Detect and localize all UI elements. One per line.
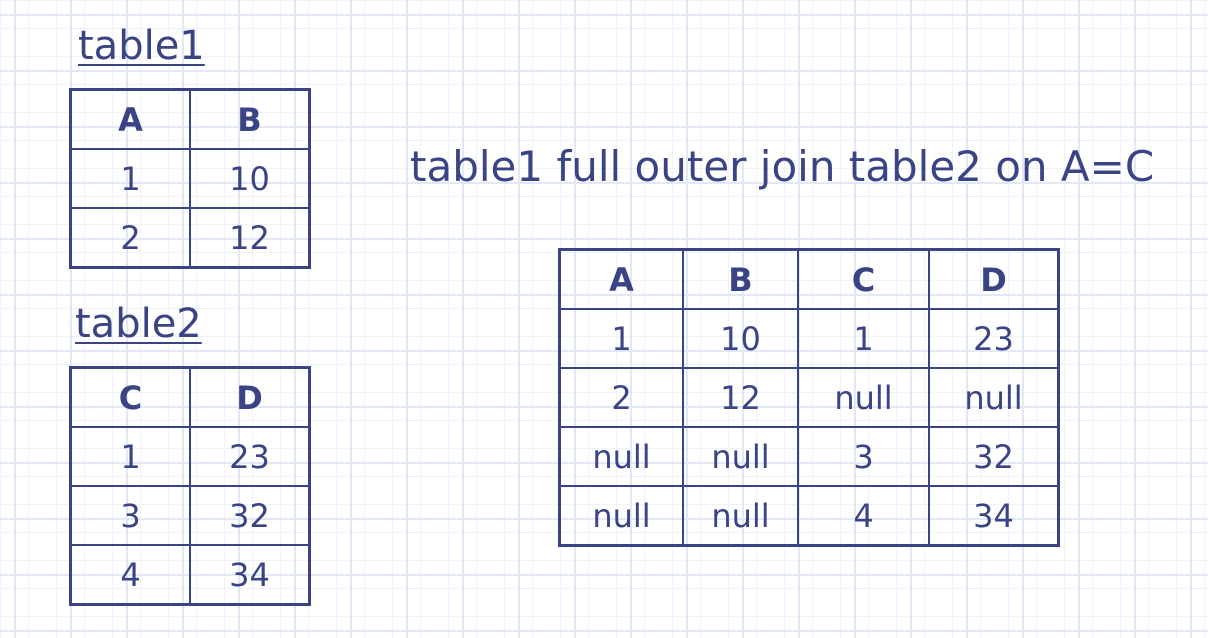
- table-cell: 1: [69, 148, 191, 209]
- table-cell: 10: [682, 308, 799, 369]
- table1-title: table1: [78, 23, 205, 69]
- table-cell: 4: [69, 544, 191, 606]
- table-cell: 1: [797, 308, 930, 369]
- table-cell: 1: [558, 308, 684, 369]
- header-cell: C: [797, 248, 930, 310]
- header-cell: A: [558, 248, 684, 310]
- table-row: 1 10: [69, 148, 311, 209]
- join-caption: table1 full outer join table2 on A=C: [410, 142, 1155, 191]
- table-cell: 32: [189, 485, 311, 546]
- table-cell: 12: [189, 207, 311, 269]
- table-header-row: A B: [69, 88, 311, 150]
- table1: A B 1 10 2 12: [69, 88, 311, 269]
- table-cell: null: [558, 485, 684, 547]
- table-cell: null: [928, 367, 1060, 428]
- header-cell: B: [682, 248, 799, 310]
- join-result-table: A B C D 1 10 1 23 2 12 null null null nu…: [558, 248, 1060, 547]
- table-row: 1 10 1 23: [558, 308, 1060, 369]
- header-cell: C: [69, 366, 191, 428]
- header-cell: D: [189, 366, 311, 428]
- table2-title: table2: [75, 301, 202, 347]
- table-header-row: C D: [69, 366, 311, 428]
- table-row: null null 4 34: [558, 485, 1060, 547]
- table-row: 2 12 null null: [558, 367, 1060, 428]
- table-cell: 4: [797, 485, 930, 547]
- table-cell: 23: [189, 426, 311, 487]
- table-cell: null: [558, 426, 684, 487]
- table2: C D 1 23 3 32 4 34: [69, 366, 311, 606]
- table-cell: 10: [189, 148, 311, 209]
- header-cell: A: [69, 88, 191, 150]
- table-row: 1 23: [69, 426, 311, 487]
- table-cell: 34: [928, 485, 1060, 547]
- table-header-row: A B C D: [558, 248, 1060, 310]
- table-cell: 3: [69, 485, 191, 546]
- table-cell: 12: [682, 367, 799, 428]
- table-row: 2 12: [69, 207, 311, 269]
- table-cell: null: [682, 485, 799, 547]
- table-cell: null: [682, 426, 799, 487]
- table-row: 4 34: [69, 544, 311, 606]
- table-cell: 2: [558, 367, 684, 428]
- table-cell: 3: [797, 426, 930, 487]
- table-cell: 1: [69, 426, 191, 487]
- table-cell: 23: [928, 308, 1060, 369]
- table-cell: 32: [928, 426, 1060, 487]
- table-row: 3 32: [69, 485, 311, 546]
- table-cell: 34: [189, 544, 311, 606]
- table-cell: null: [797, 367, 930, 428]
- header-cell: D: [928, 248, 1060, 310]
- header-cell: B: [189, 88, 311, 150]
- table-cell: 2: [69, 207, 191, 269]
- table-row: null null 3 32: [558, 426, 1060, 487]
